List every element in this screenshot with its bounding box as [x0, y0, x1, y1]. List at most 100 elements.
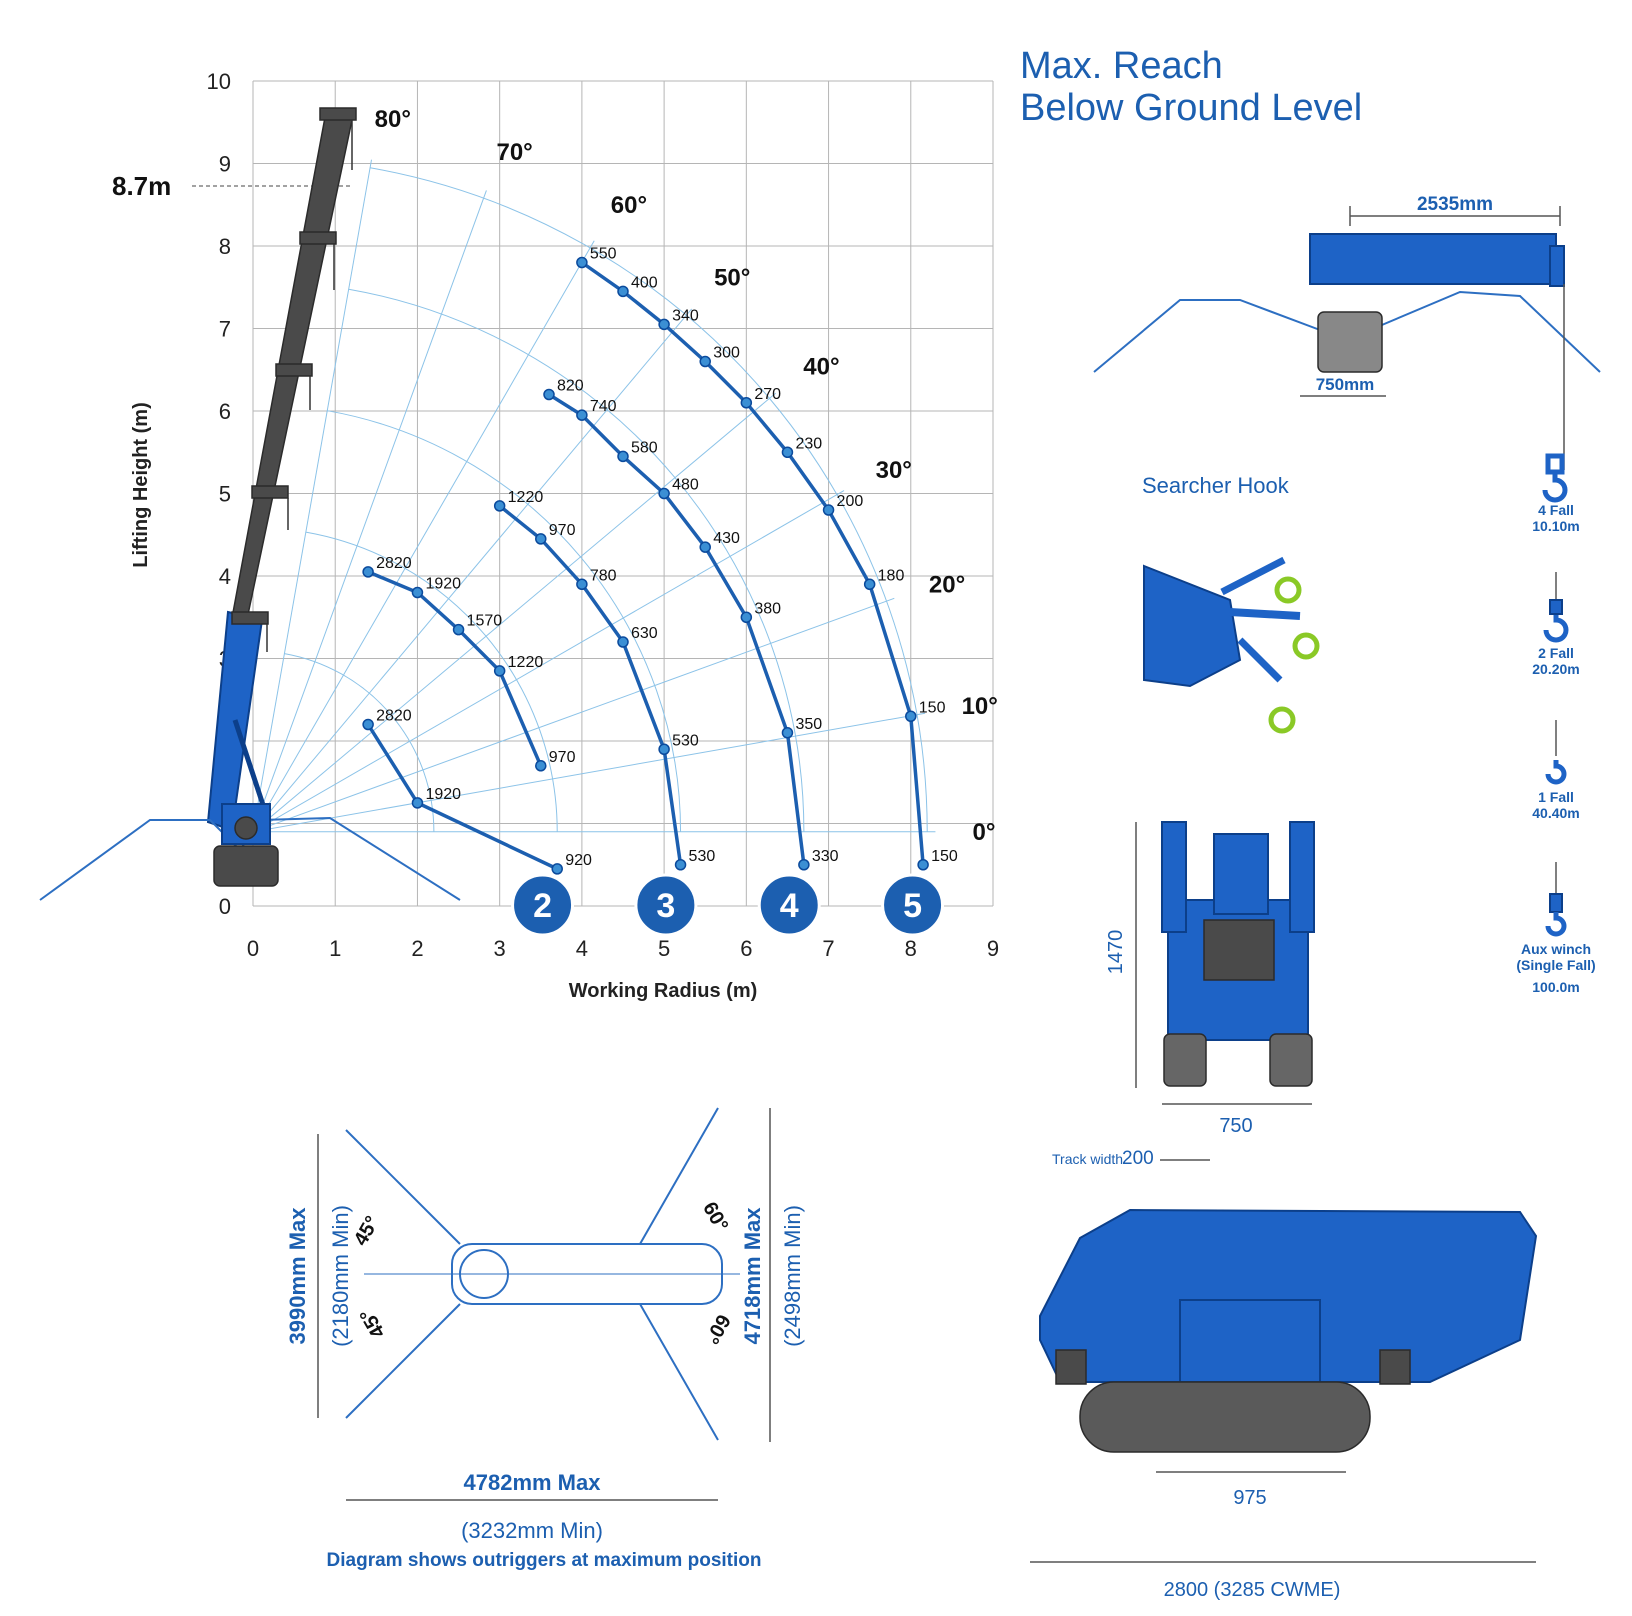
load-value-label: 350: [795, 716, 822, 733]
outrigger-plan-section: 3990mm Max (2180mm Min) 4718mm Max (2498…: [285, 1107, 805, 1571]
load-curve: [580, 261, 925, 865]
outrigger-width-bottom-max: 4782mm Max: [464, 1470, 602, 1495]
load-value-label: 1220: [508, 489, 544, 506]
load-value-label: 340: [672, 307, 699, 324]
load-value-label: 180: [878, 567, 905, 584]
side-view-section: 975 2800 (3285 CWME): [1030, 1208, 1538, 1601]
searcher-hook-label: Searcher Hook: [1142, 473, 1290, 498]
side-overall-length: 2800 (3285 CWME): [1164, 1579, 1341, 1601]
hook-icon: [1545, 760, 1567, 785]
load-value-label: 580: [631, 439, 658, 456]
load-value-label: 150: [931, 848, 958, 865]
load-value-label: 430: [713, 530, 740, 547]
side-view-drawing: [1039, 1208, 1538, 1453]
load-point: [411, 586, 424, 599]
outrigger-depth-min: (2180mm Min): [328, 1205, 353, 1347]
x-tick-label: 2: [411, 936, 423, 961]
load-value-label: 380: [754, 600, 781, 617]
hook-4-fall: 4 Fall 10.10m: [1532, 453, 1580, 534]
searcher-hook-section: Searcher Hook: [1142, 473, 1320, 734]
load-point: [699, 541, 711, 553]
front-height-dim: 1470: [1105, 930, 1127, 975]
y-axis-title: Lifting Height (m): [130, 402, 152, 568]
boom-angle-label: 60°: [611, 192, 647, 219]
load-point: [551, 863, 563, 875]
max-reach-crane-drawing: [1093, 233, 1601, 470]
boom-angle-label: 10°: [962, 693, 998, 720]
hook-icon: [1543, 612, 1569, 643]
x-tick-label: 1: [329, 936, 341, 961]
load-curve: [498, 504, 683, 865]
boom-section-badge: [881, 873, 945, 937]
x-axis-title: Working Radius (m): [569, 980, 758, 1002]
boom-angle-label: 30°: [876, 457, 912, 484]
max-reach-title-line1: Max. Reach: [1020, 45, 1223, 87]
load-value-label: 300: [713, 345, 740, 362]
load-point: [658, 487, 670, 500]
x-tick-label: 7: [822, 936, 834, 961]
load-point: [781, 727, 794, 739]
max-reach-section: Max. Reach Below Ground Level 2535mm 750…: [1020, 45, 1601, 470]
load-point: [493, 665, 506, 677]
hook-icon: [1545, 912, 1567, 937]
reach-dim-bottom: 750mm: [1316, 375, 1375, 394]
load-value-label: 740: [590, 398, 617, 415]
load-point: [617, 450, 629, 463]
front-view-section: 1470 750 Track width 200: [1052, 821, 1315, 1169]
load-curve: [548, 393, 806, 865]
load-value-label: 400: [631, 274, 658, 291]
x-tick-label: 3: [494, 936, 506, 961]
boom-angle-label: 50°: [714, 264, 750, 291]
boom-angle-label: 20°: [929, 571, 965, 598]
load-value-label: 530: [689, 848, 716, 865]
load-point: [576, 256, 588, 269]
x-tick-label: 5: [658, 936, 670, 961]
front-width-dim: 750: [1219, 1115, 1252, 1137]
track-width-label: Track width: [1052, 1151, 1123, 1167]
fall-2-value: 20.20m: [1532, 661, 1579, 677]
x-tick-label: 6: [740, 936, 752, 961]
load-point: [798, 859, 810, 871]
load-value-label: 820: [557, 378, 584, 395]
boom-section-badge: [757, 873, 821, 937]
load-point: [917, 859, 929, 871]
track-width-value: 200: [1122, 1148, 1154, 1169]
hook-icon: [1542, 453, 1568, 503]
hook-2-fall: 2 Fall 20.20m: [1532, 572, 1580, 677]
load-value-label: 630: [631, 625, 658, 642]
load-value-label: 150: [919, 699, 946, 716]
load-point: [781, 446, 794, 458]
load-value-label: 480: [672, 477, 699, 494]
fall-4-value: 10.10m: [1532, 518, 1579, 534]
boom-section-number: 2: [533, 887, 552, 925]
angle-ray: [252, 392, 777, 833]
radius-arc-grid: [284, 167, 928, 832]
load-value-label: 1920: [425, 576, 461, 593]
boom-section-number: 3: [656, 887, 675, 925]
load-point: [535, 533, 547, 545]
load-point: [740, 611, 753, 623]
load-point: [362, 718, 374, 731]
load-points: 2820192092028201920157012209701220970780…: [362, 246, 958, 875]
aux-winch-name: Aux winch: [1521, 941, 1591, 957]
outrigger-width-right-min: (2498mm Min): [780, 1205, 805, 1347]
y-tick-label: 10: [207, 69, 231, 94]
outrigger-depth-max: 3990mm Max: [285, 1207, 310, 1345]
load-value-label: 530: [672, 732, 699, 749]
boom-section-badge: [634, 873, 698, 937]
load-curve: [366, 723, 558, 871]
load-curves: [366, 261, 925, 871]
y-tick-label: 4: [219, 564, 231, 589]
outrigger-angle-right-bottom: 60°: [700, 1310, 734, 1347]
y-tick-label: 6: [219, 399, 231, 424]
side-track-length: 975: [1233, 1487, 1266, 1509]
boom-angle-label: 0°: [973, 819, 996, 846]
max-reach-title-line2: Below Ground Level: [1020, 87, 1362, 129]
boom-section-number: 5: [903, 887, 922, 925]
load-point: [699, 355, 711, 368]
load-value-label: 1570: [467, 613, 503, 630]
load-value-label: 2820: [376, 708, 412, 725]
